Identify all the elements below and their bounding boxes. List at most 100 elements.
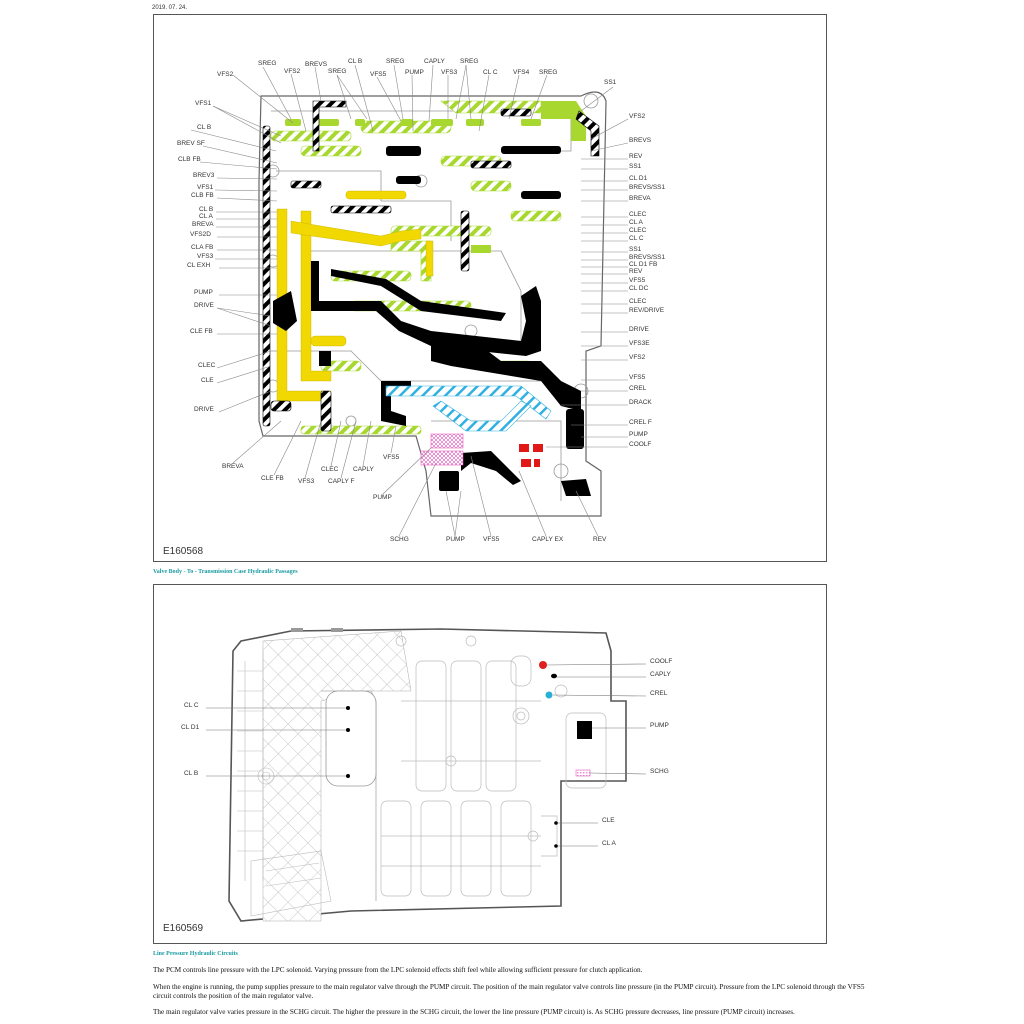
- callout-label: SREG: [539, 69, 558, 76]
- figure-line-pressure-circuits: CL C CL D1 CL B COOLF CAPLY CREL PUMP SC…: [153, 584, 827, 944]
- callout-label: CLE: [602, 817, 615, 824]
- callout-label: CL C: [483, 69, 498, 76]
- callout-label: CLB FB: [191, 192, 214, 199]
- paragraph: When the engine is running, the pump sup…: [153, 983, 865, 1000]
- callout-label: CL B: [199, 206, 214, 213]
- callout-label: CL D1: [181, 724, 200, 731]
- callout-label: BREV SF: [177, 140, 205, 147]
- callout-label: REV: [593, 536, 607, 543]
- callout-label: CLB FB: [178, 156, 201, 163]
- line-pressure-diagram: [206, 628, 647, 922]
- callout-label: VFS2: [217, 71, 234, 78]
- callout-label: CREL F: [629, 419, 652, 426]
- callout-label: CAPLY: [650, 671, 671, 678]
- callout-label: SREG: [386, 58, 405, 65]
- callout-label: BREVS/SS1: [629, 184, 666, 191]
- callout-label: SS1: [629, 163, 642, 170]
- callout-label: BREVS: [305, 61, 328, 68]
- callout-label: CL B: [348, 58, 363, 65]
- callout-label: PUMP: [629, 431, 648, 438]
- valve-body-diagram: [190, 64, 629, 537]
- callout-label: BREVS: [629, 137, 652, 144]
- callout-label: VFS2: [629, 113, 646, 120]
- callout-label: VFS5: [629, 277, 646, 284]
- callout-label: SS1: [604, 79, 617, 86]
- callout-label: PUMP: [446, 536, 465, 543]
- callout-label: VFS2D: [190, 231, 211, 238]
- callout-label: SREG: [460, 58, 479, 65]
- callout-label: CLEC: [629, 227, 647, 234]
- callout-label: CL EXH: [187, 262, 211, 269]
- callout-label: DRIVE: [194, 302, 214, 309]
- callout-label: SCHG: [650, 768, 669, 775]
- callout-label: VFS1: [195, 100, 212, 107]
- callout-label: VFS2: [284, 68, 301, 75]
- callout-label: REV: [629, 268, 643, 275]
- callout-label: VFS5: [383, 454, 400, 461]
- callout-label: PUMP: [373, 494, 392, 501]
- figure-valve-body-passages: SREG VFS2 VFS2 BREVS SREG CL B VFS5 SREG…: [153, 14, 827, 562]
- callout-label: VFS2: [629, 354, 646, 361]
- callout-label: SREG: [258, 60, 277, 67]
- callout-label: VFS4: [513, 69, 530, 76]
- callout-label: VFS3: [298, 478, 315, 485]
- callout-label: CLE: [201, 377, 214, 384]
- paragraph: The main regulator valve varies pressure…: [153, 1008, 795, 1016]
- callout-label: BREVA: [629, 195, 651, 202]
- callout-label: CLEC: [629, 298, 647, 305]
- callout-label: CL C: [629, 235, 644, 242]
- callout-label: CAPLY F: [328, 478, 355, 485]
- callout-label: REV: [629, 153, 643, 160]
- callout-label: CL D1: [629, 175, 648, 182]
- callout-label: PUMP: [405, 69, 424, 76]
- callout-label: CREL: [650, 690, 668, 697]
- callout-label: BREVA: [192, 221, 214, 228]
- callout-label: CLE FB: [190, 328, 213, 335]
- callout-label: CL DC: [629, 285, 649, 292]
- callout-label: CAPLY: [353, 466, 374, 473]
- callout-label: SREG: [328, 68, 347, 75]
- callout-label: CLEC: [629, 211, 647, 218]
- callout-label: VFS5: [483, 536, 500, 543]
- callout-label: PUMP: [650, 722, 669, 729]
- callout-label: VFS5: [370, 71, 387, 78]
- callout-label: SS1: [629, 246, 642, 253]
- callout-label: CREL: [629, 385, 647, 392]
- callout-label: VFS3: [441, 69, 458, 76]
- callout-label: CL A: [602, 840, 616, 847]
- callout-label: VFS1: [197, 184, 214, 191]
- print-date: 2019. 07. 24.: [152, 5, 188, 11]
- callout-label: SCHG: [390, 536, 409, 543]
- callout-label: CL A: [199, 213, 213, 220]
- callout-label: REV/DRIVE: [629, 307, 665, 314]
- callout-label: DRIVE: [194, 406, 214, 413]
- callout-label: COOLF: [650, 658, 673, 665]
- figure1-caption: Valve Body - To - Transmission Case Hydr…: [153, 569, 298, 575]
- callout-label: CAPLY EX: [532, 536, 564, 543]
- callout-label: PUMP: [194, 289, 213, 296]
- callout-label: VFS3: [197, 253, 214, 260]
- callout-label: BREVA: [222, 463, 244, 470]
- callout-label: CLEC: [198, 362, 216, 369]
- callout-label: CLA FB: [191, 244, 214, 251]
- callout-label: CL C: [184, 702, 199, 709]
- callout-label: VFS3E: [629, 340, 650, 347]
- callout-label: CL D1 FB: [629, 261, 658, 268]
- callout-label: CLE FB: [261, 475, 284, 482]
- callout-label: BREVS/SS1: [629, 254, 666, 261]
- callout-label: DRIVE: [629, 326, 649, 333]
- paragraph: The PCM controls line pressure with the …: [153, 966, 643, 974]
- callout-label: CL B: [197, 124, 212, 131]
- callout-label: VFS5: [629, 374, 646, 381]
- callout-label: CL B: [184, 770, 199, 777]
- callout-label: DRACK: [629, 399, 652, 406]
- section-heading: Line Pressure Hydraulic Circuits: [153, 951, 238, 957]
- callout-label: CL A: [629, 219, 643, 226]
- callout-label: CLEC: [321, 466, 339, 473]
- callout-label: BREV3: [193, 172, 215, 179]
- figure-id: E160569: [163, 923, 204, 934]
- coolf-port: [539, 661, 547, 669]
- callout-label: COOLF: [629, 441, 652, 448]
- figure-id: E160568: [163, 546, 204, 557]
- callout-label: CAPLY: [424, 58, 445, 65]
